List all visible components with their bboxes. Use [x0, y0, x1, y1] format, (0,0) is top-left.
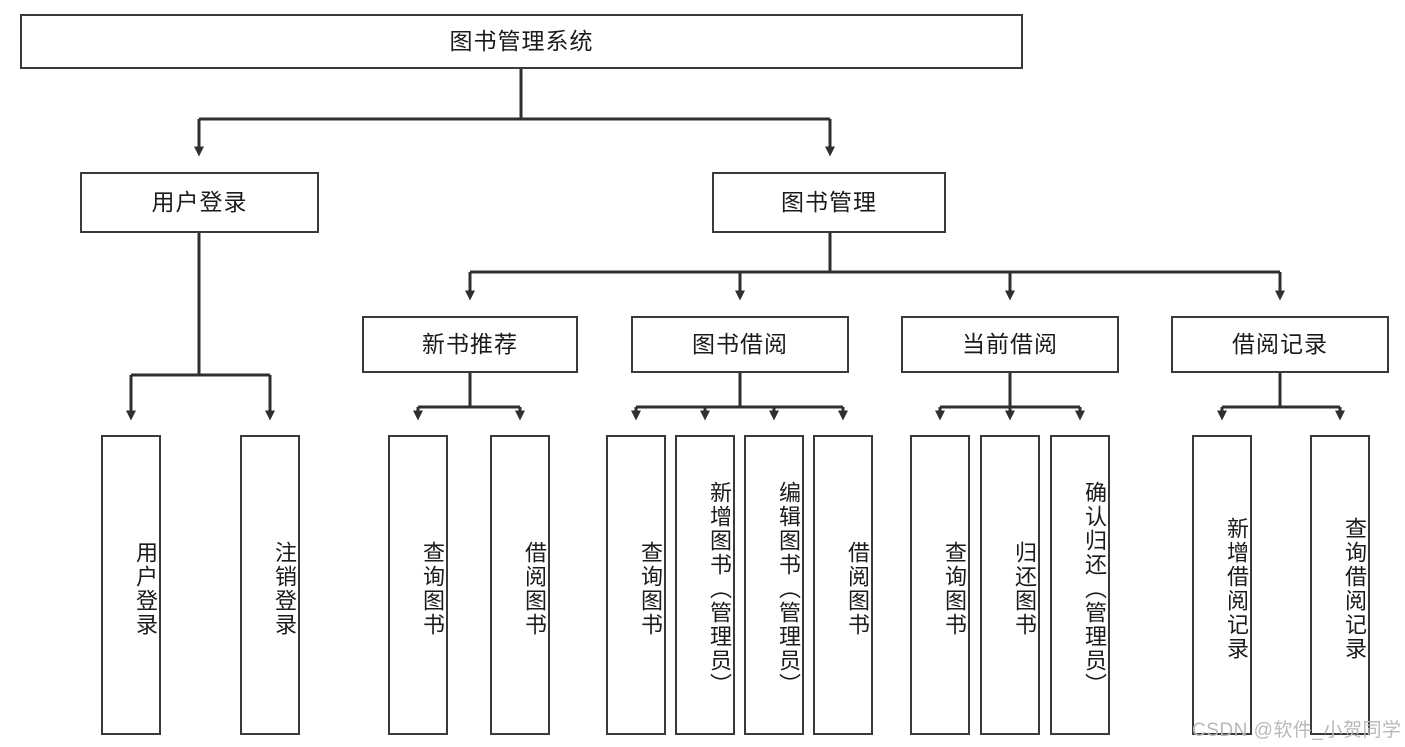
leaf-current-confirm-return-admin[interactable]: 确认归还（管理员）	[1050, 435, 1110, 735]
leaf-newbook-query-book[interactable]: 查询图书	[388, 435, 448, 735]
node-label: 确认归还（管理员）	[1082, 481, 1107, 697]
node-label: 用户登录	[133, 541, 158, 637]
leaf-current-return-book[interactable]: 归还图书	[980, 435, 1040, 735]
leaf-record-add-borrow-record[interactable]: 新增借阅记录	[1192, 435, 1252, 735]
node-book-borrow[interactable]: 图书借阅	[631, 316, 849, 373]
node-label: 借阅图书	[522, 541, 547, 637]
leaf-borrow-add-book-admin[interactable]: 新增图书（管理员）	[675, 435, 735, 735]
node-book-management-system[interactable]: 图书管理系统	[20, 14, 1023, 69]
node-label: 归还图书	[1012, 541, 1037, 637]
node-label: 编辑图书（管理员）	[776, 481, 801, 697]
csdn-watermark: CSDN @软件_小贺同学	[1192, 720, 1402, 741]
node-label: 用户登录	[151, 188, 248, 215]
leaf-user-logout[interactable]: 注销登录	[240, 435, 300, 735]
leaf-borrow-query-book[interactable]: 查询图书	[606, 435, 666, 735]
node-label: 图书借阅	[692, 330, 788, 357]
leaf-newbook-borrow-book[interactable]: 借阅图书	[490, 435, 550, 735]
node-user-login[interactable]: 用户登录	[80, 172, 319, 233]
node-new-book-recommend[interactable]: 新书推荐	[362, 316, 578, 373]
node-label: 查询图书	[420, 541, 445, 637]
node-label: 查询图书	[638, 541, 663, 637]
node-label: 当前借阅	[962, 330, 1058, 357]
leaf-user-login[interactable]: 用户登录	[101, 435, 161, 735]
node-current-borrow[interactable]: 当前借阅	[901, 316, 1119, 373]
node-label: 新增图书（管理员）	[707, 481, 732, 697]
leaf-borrow-edit-book-admin[interactable]: 编辑图书（管理员）	[744, 435, 804, 735]
node-label: 借阅图书	[845, 541, 870, 637]
node-label: 注销登录	[272, 541, 297, 637]
node-label: 新增借阅记录	[1224, 517, 1249, 661]
node-label: 图书管理系统	[449, 27, 594, 54]
node-label: 查询图书	[942, 541, 967, 637]
node-label: 图书管理	[781, 188, 877, 215]
leaf-borrow-borrow-book[interactable]: 借阅图书	[813, 435, 873, 735]
node-label: 借阅记录	[1232, 330, 1328, 357]
node-label: 新书推荐	[422, 330, 518, 357]
leaf-record-query-borrow-record[interactable]: 查询借阅记录	[1310, 435, 1370, 735]
node-book-management[interactable]: 图书管理	[712, 172, 946, 233]
node-label: 查询借阅记录	[1342, 517, 1367, 661]
leaf-current-query-book[interactable]: 查询图书	[910, 435, 970, 735]
node-borrow-record[interactable]: 借阅记录	[1171, 316, 1389, 373]
